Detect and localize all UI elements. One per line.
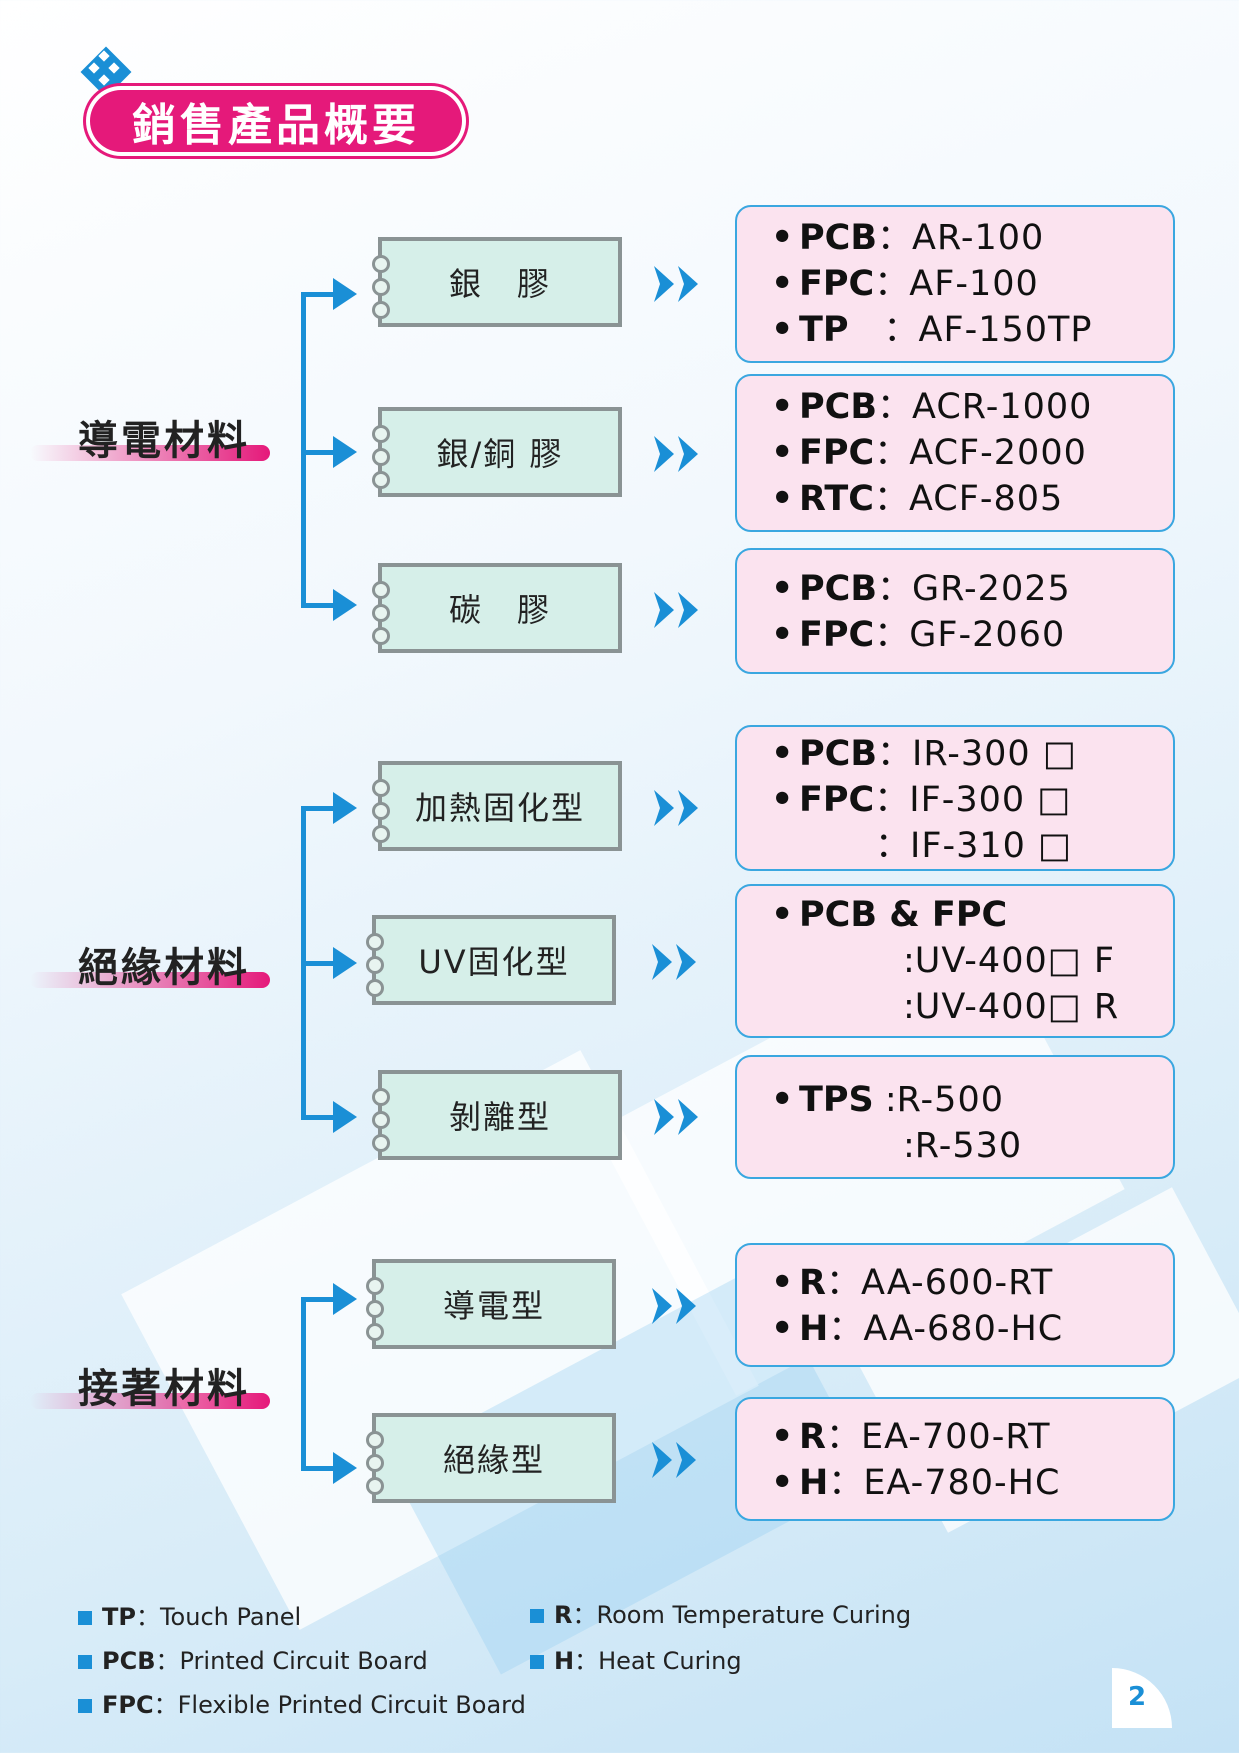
spec-box: •R：AA-600-RT •H：AA-680-HC	[735, 1243, 1175, 1367]
arrow-right-icon	[333, 436, 357, 468]
category-label: 絕緣材料	[78, 945, 250, 991]
double-arrow-icon	[654, 266, 698, 302]
category-underline	[30, 1393, 270, 1409]
arrow-right-icon	[333, 1283, 357, 1315]
product-box: 銀 膠	[372, 237, 622, 327]
spec-box: •PCB：ACR-1000 •FPC：ACF-2000 •RTC：ACF-805	[735, 374, 1175, 532]
product-name: 銀 膠	[448, 265, 551, 303]
double-arrow-icon	[654, 592, 698, 628]
connector-line	[301, 1297, 335, 1302]
logo-diamond-icon	[80, 46, 132, 98]
connector-line	[301, 806, 335, 811]
spec-box: •TPS :R-500 :R-530	[735, 1055, 1175, 1179]
square-bullet-icon	[530, 1655, 544, 1669]
double-arrow-icon	[652, 1288, 696, 1324]
connector-line	[301, 292, 306, 606]
legend-item: H：Heat Curing	[530, 1641, 742, 1676]
category-label: 接著材料	[78, 1366, 250, 1412]
product-box: 剝離型	[372, 1070, 622, 1160]
arrow-right-icon	[333, 1101, 357, 1133]
spec-box: •PCB & FPC :UV-400□ F :UV-400□ R	[735, 884, 1175, 1038]
connector-line	[301, 450, 335, 455]
page-title: 銷售產品概要	[132, 100, 420, 151]
product-box: 碳 膠	[372, 563, 622, 653]
arrow-right-icon	[333, 278, 357, 310]
page-title-badge: 銷售產品概要	[86, 86, 466, 156]
legend-item: R：Room Temperature Curing	[530, 1595, 911, 1630]
square-bullet-icon	[78, 1655, 92, 1669]
category-label: 導電材料	[78, 418, 250, 464]
connector-line	[301, 1297, 306, 1469]
legend-item: PCB：Printed Circuit Board	[78, 1641, 428, 1676]
category-underline	[30, 972, 270, 988]
connector-line	[301, 1115, 335, 1120]
product-name: 銀/銅 膠	[436, 435, 564, 473]
connector-line	[301, 1466, 335, 1471]
product-box: 絕緣型	[366, 1413, 616, 1503]
arrow-right-icon	[333, 1452, 357, 1484]
page-number: 2	[1128, 1682, 1147, 1712]
spec-box: •PCB：GR-2025 •FPC：GF-2060	[735, 548, 1175, 674]
spec-box: •R：EA-700-RT •H：EA-780-HC	[735, 1397, 1175, 1521]
connector-line	[301, 603, 335, 608]
product-box: 導電型	[366, 1259, 616, 1349]
category-underline	[30, 445, 270, 461]
double-arrow-icon	[654, 1099, 698, 1135]
square-bullet-icon	[78, 1611, 92, 1625]
spec-box: •PCB：AR-100 •FPC：AF-100 •TP ：AF-150TP	[735, 205, 1175, 363]
product-name: 剝離型	[448, 1098, 551, 1136]
double-arrow-icon	[652, 944, 696, 980]
connector-line	[301, 961, 335, 966]
legend-item: TP：Touch Panel	[78, 1597, 301, 1632]
double-arrow-icon	[654, 790, 698, 826]
double-arrow-icon	[654, 436, 698, 472]
double-arrow-icon	[652, 1442, 696, 1478]
product-name: UV固化型	[418, 943, 570, 981]
product-box: UV固化型	[366, 915, 616, 1005]
product-name: 碳 膠	[448, 591, 551, 629]
square-bullet-icon	[78, 1699, 92, 1713]
spec-box: •PCB：IR-300 □ •FPC：IF-300 □ ：IF-310 □	[735, 725, 1175, 871]
square-bullet-icon	[530, 1609, 544, 1623]
product-name: 絕緣型	[442, 1441, 545, 1479]
legend-item: FPC：Flexible Printed Circuit Board	[78, 1685, 526, 1720]
arrow-right-icon	[333, 792, 357, 824]
product-name: 加熱固化型	[414, 789, 585, 827]
arrow-right-icon	[333, 589, 357, 621]
arrow-right-icon	[333, 947, 357, 979]
product-box: 加熱固化型	[372, 761, 622, 851]
connector-line	[301, 292, 335, 297]
product-name: 導電型	[442, 1287, 545, 1325]
product-box: 銀/銅 膠	[372, 407, 622, 497]
